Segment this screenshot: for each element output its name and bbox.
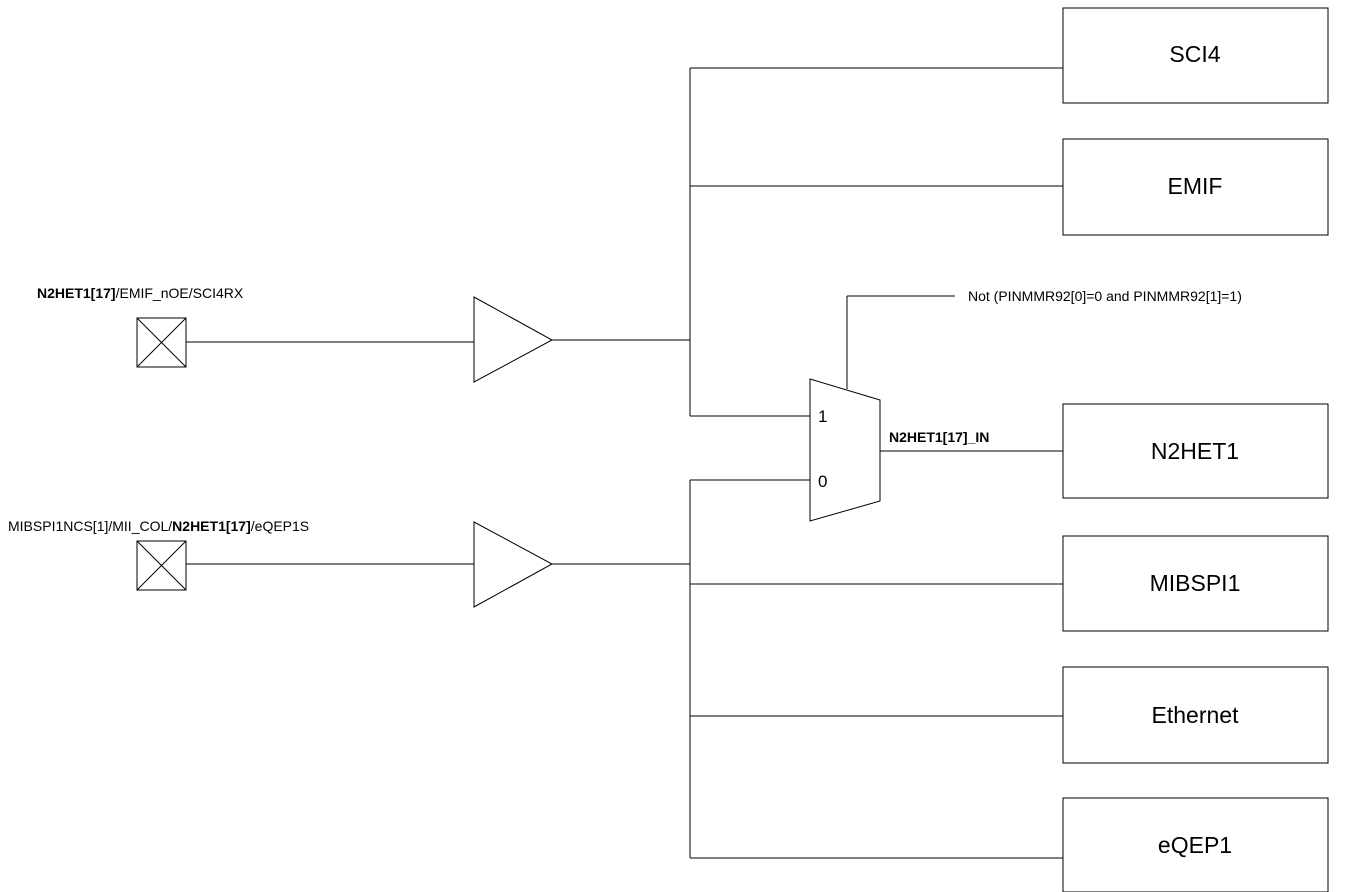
mux-output-signal-label: N2HET1[17]_IN (889, 429, 989, 445)
mux-input-0-label: 0 (818, 472, 827, 491)
mux (809, 378, 881, 522)
module-emif-label: EMIF (1168, 173, 1223, 199)
module-mibspi1: MIBSPI1 (1062, 535, 1329, 632)
mux-select-condition: Not (PINMMR92[0]=0 and PINMMR92[1]=1) (968, 288, 1242, 304)
module-eqep1-label: eQEP1 (1158, 832, 1232, 858)
module-mibspi1-label: MIBSPI1 (1150, 570, 1241, 596)
pin-2-label-rest: /eQEP1S (251, 518, 309, 534)
pin-2-label-bold: N2HET1[17] (172, 518, 251, 534)
pin-1-label-rest: /EMIF_nOE/SCI4RX (116, 285, 244, 301)
module-sci4: SCI4 (1062, 7, 1329, 104)
pin-2-label-pre: MIBSPI1NCS[1]/MII_COL/ (8, 518, 172, 534)
pin-1-label: N2HET1[17]/EMIF_nOE/SCI4RX (37, 285, 244, 301)
pin-1-input-buffer (473, 296, 554, 383)
module-n2het1-label: N2HET1 (1151, 438, 1239, 464)
module-sci4-label: SCI4 (1169, 41, 1220, 67)
module-emif: EMIF (1062, 138, 1329, 236)
module-ethernet: Ethernet (1062, 666, 1329, 764)
module-n2het1: N2HET1 (1062, 403, 1329, 499)
mux-input-1-label: 1 (818, 407, 827, 426)
pin-2-label: MIBSPI1NCS[1]/MII_COL/N2HET1[17]/eQEP1S (8, 518, 309, 534)
module-eqep1: eQEP1 (1062, 797, 1329, 892)
pin-2-pad-icon (136, 540, 187, 591)
module-ethernet-label: Ethernet (1152, 702, 1240, 728)
pin-1-pad-icon (136, 317, 187, 368)
pin-2-input-buffer (473, 521, 554, 608)
pin-1-label-bold: N2HET1[17] (37, 285, 116, 301)
